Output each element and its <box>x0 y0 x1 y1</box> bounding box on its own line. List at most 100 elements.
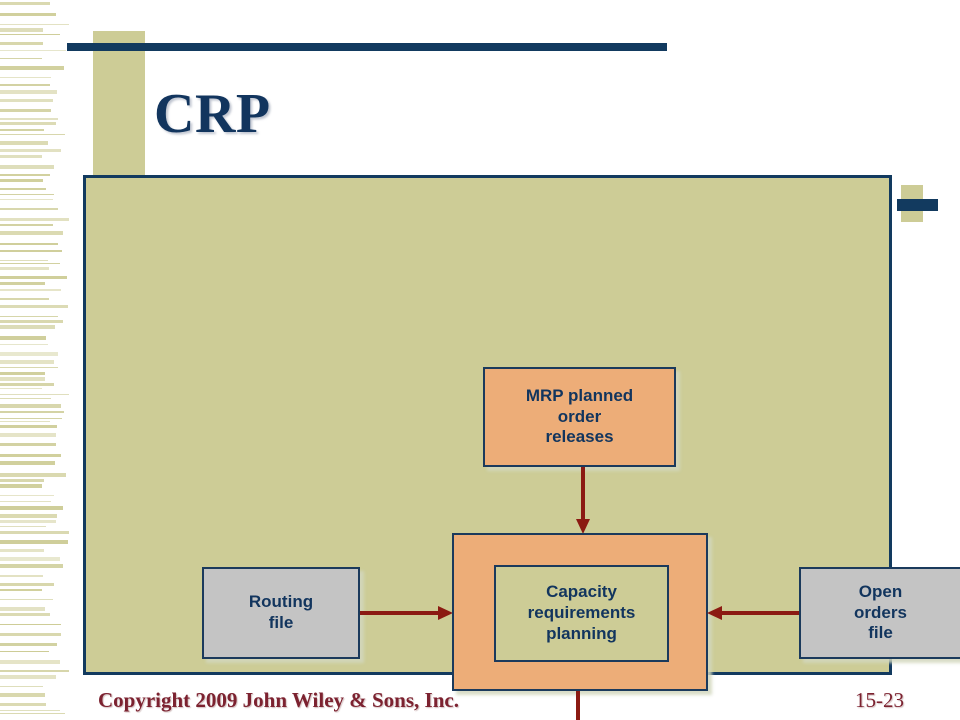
stripe-line <box>0 540 68 544</box>
node-capacity-requirements-planning-outer[interactable]: Capacity requirements planning <box>452 533 708 691</box>
stripe-line <box>0 501 51 502</box>
stripe-line <box>0 713 65 714</box>
arrow-shaft <box>576 691 580 720</box>
stripe-line <box>0 325 55 329</box>
stripe-line <box>0 372 45 375</box>
stripe-line <box>0 77 51 78</box>
stripe-line <box>0 651 49 652</box>
arrow-crp-to-load-profile-icon <box>571 691 585 720</box>
stripe-line <box>0 589 42 591</box>
stripe-line <box>0 473 66 477</box>
stripe-line <box>0 141 48 145</box>
stripe-line <box>0 42 43 45</box>
stripe-line <box>0 433 56 437</box>
stripe-line <box>0 660 60 664</box>
arrow-shaft <box>721 611 800 615</box>
stripe-line <box>0 643 57 646</box>
stripe-line <box>0 404 61 408</box>
node-mrp-planned-order-releases[interactable]: MRP planned order releases <box>483 367 676 467</box>
stripe-line <box>0 352 58 356</box>
stripe-line <box>0 670 69 672</box>
right-navy-bar <box>897 199 938 211</box>
stripe-line <box>0 394 69 395</box>
stripe-line <box>0 549 44 552</box>
stripe-line <box>0 13 56 16</box>
stripe-line <box>0 710 60 711</box>
stripe-line <box>0 118 58 120</box>
stripe-line <box>0 2 50 5</box>
stripe-line <box>0 443 56 446</box>
stripe-line <box>0 250 62 252</box>
stripe-line <box>0 411 64 413</box>
stripe-line <box>0 514 57 518</box>
stripe-line <box>0 208 58 210</box>
stripe-line <box>0 495 54 496</box>
stripe-line <box>0 174 50 176</box>
node-capacity-requirements-planning-inner[interactable]: Capacity requirements planning <box>494 565 669 662</box>
stripe-line <box>0 557 60 561</box>
stripe-line <box>0 34 60 35</box>
stripe-line <box>0 199 53 200</box>
node-open-orders-label: Open orders file <box>854 581 907 643</box>
stripe-line <box>0 289 61 291</box>
stripe-line <box>0 320 63 323</box>
stripe-line <box>0 336 46 340</box>
stripe-line <box>0 194 54 195</box>
stripe-line <box>0 243 58 245</box>
arrow-mrp-to-crp-icon <box>576 467 590 534</box>
stripe-line <box>0 50 66 51</box>
stripe-line <box>0 316 58 317</box>
header-khaki-column <box>93 31 145 177</box>
stripe-line <box>0 263 60 264</box>
node-crp-label: Capacity requirements planning <box>527 582 636 643</box>
left-stripe-decoration <box>0 0 70 720</box>
stripe-line <box>0 421 50 422</box>
stripe-line <box>0 531 69 534</box>
node-routing-label: Routing file <box>248 592 314 632</box>
footer-page-number: 15-23 <box>855 688 904 712</box>
header-navy-bar <box>67 43 667 51</box>
stripe-line <box>0 367 58 368</box>
stripe-line <box>0 66 64 70</box>
stripe-line <box>0 388 42 389</box>
stripe-line <box>0 583 54 586</box>
stripe-line <box>0 564 63 568</box>
arrow-shaft <box>581 467 585 522</box>
stripe-line <box>0 267 49 270</box>
arrow-shaft <box>360 611 440 615</box>
stripe-line <box>0 607 45 611</box>
stripe-line <box>0 24 69 25</box>
stripe-line <box>0 149 61 152</box>
stripe-line <box>0 165 54 169</box>
stripe-line <box>0 506 63 510</box>
stripe-line <box>0 613 50 616</box>
arrow-head <box>576 519 590 534</box>
stripe-line <box>0 260 48 261</box>
stripe-line <box>0 129 44 131</box>
node-open-orders-file[interactable]: Open orders file <box>799 567 960 659</box>
stripe-line <box>0 703 46 706</box>
stripe-line <box>0 99 53 102</box>
stripe-line <box>0 58 42 59</box>
stripe-line <box>0 484 42 488</box>
stripe-line <box>0 599 53 600</box>
stripe-line <box>0 84 50 86</box>
page-title: CRP <box>154 83 271 145</box>
footer-copyright: Copyright 2009 John Wiley & Sons, Inc. <box>98 688 459 712</box>
stripe-line <box>0 693 45 697</box>
arrow-head <box>707 606 722 620</box>
stripe-line <box>0 454 61 457</box>
stripe-line <box>0 276 67 279</box>
arrow-open-orders-to-crp-icon <box>707 606 800 620</box>
stripe-line <box>0 479 44 482</box>
stripe-line <box>0 305 68 308</box>
stripe-line <box>0 298 49 300</box>
stripe-line <box>0 344 48 345</box>
stripe-line <box>0 90 57 94</box>
stripe-line <box>0 218 69 221</box>
stripe-line <box>0 231 63 235</box>
arrow-head <box>438 606 453 620</box>
diagram-panel: MRP planned order releases Routing file <box>83 175 960 720</box>
node-mrp-label: MRP planned order releases <box>525 385 634 447</box>
node-routing-file[interactable]: Routing file <box>202 567 360 659</box>
